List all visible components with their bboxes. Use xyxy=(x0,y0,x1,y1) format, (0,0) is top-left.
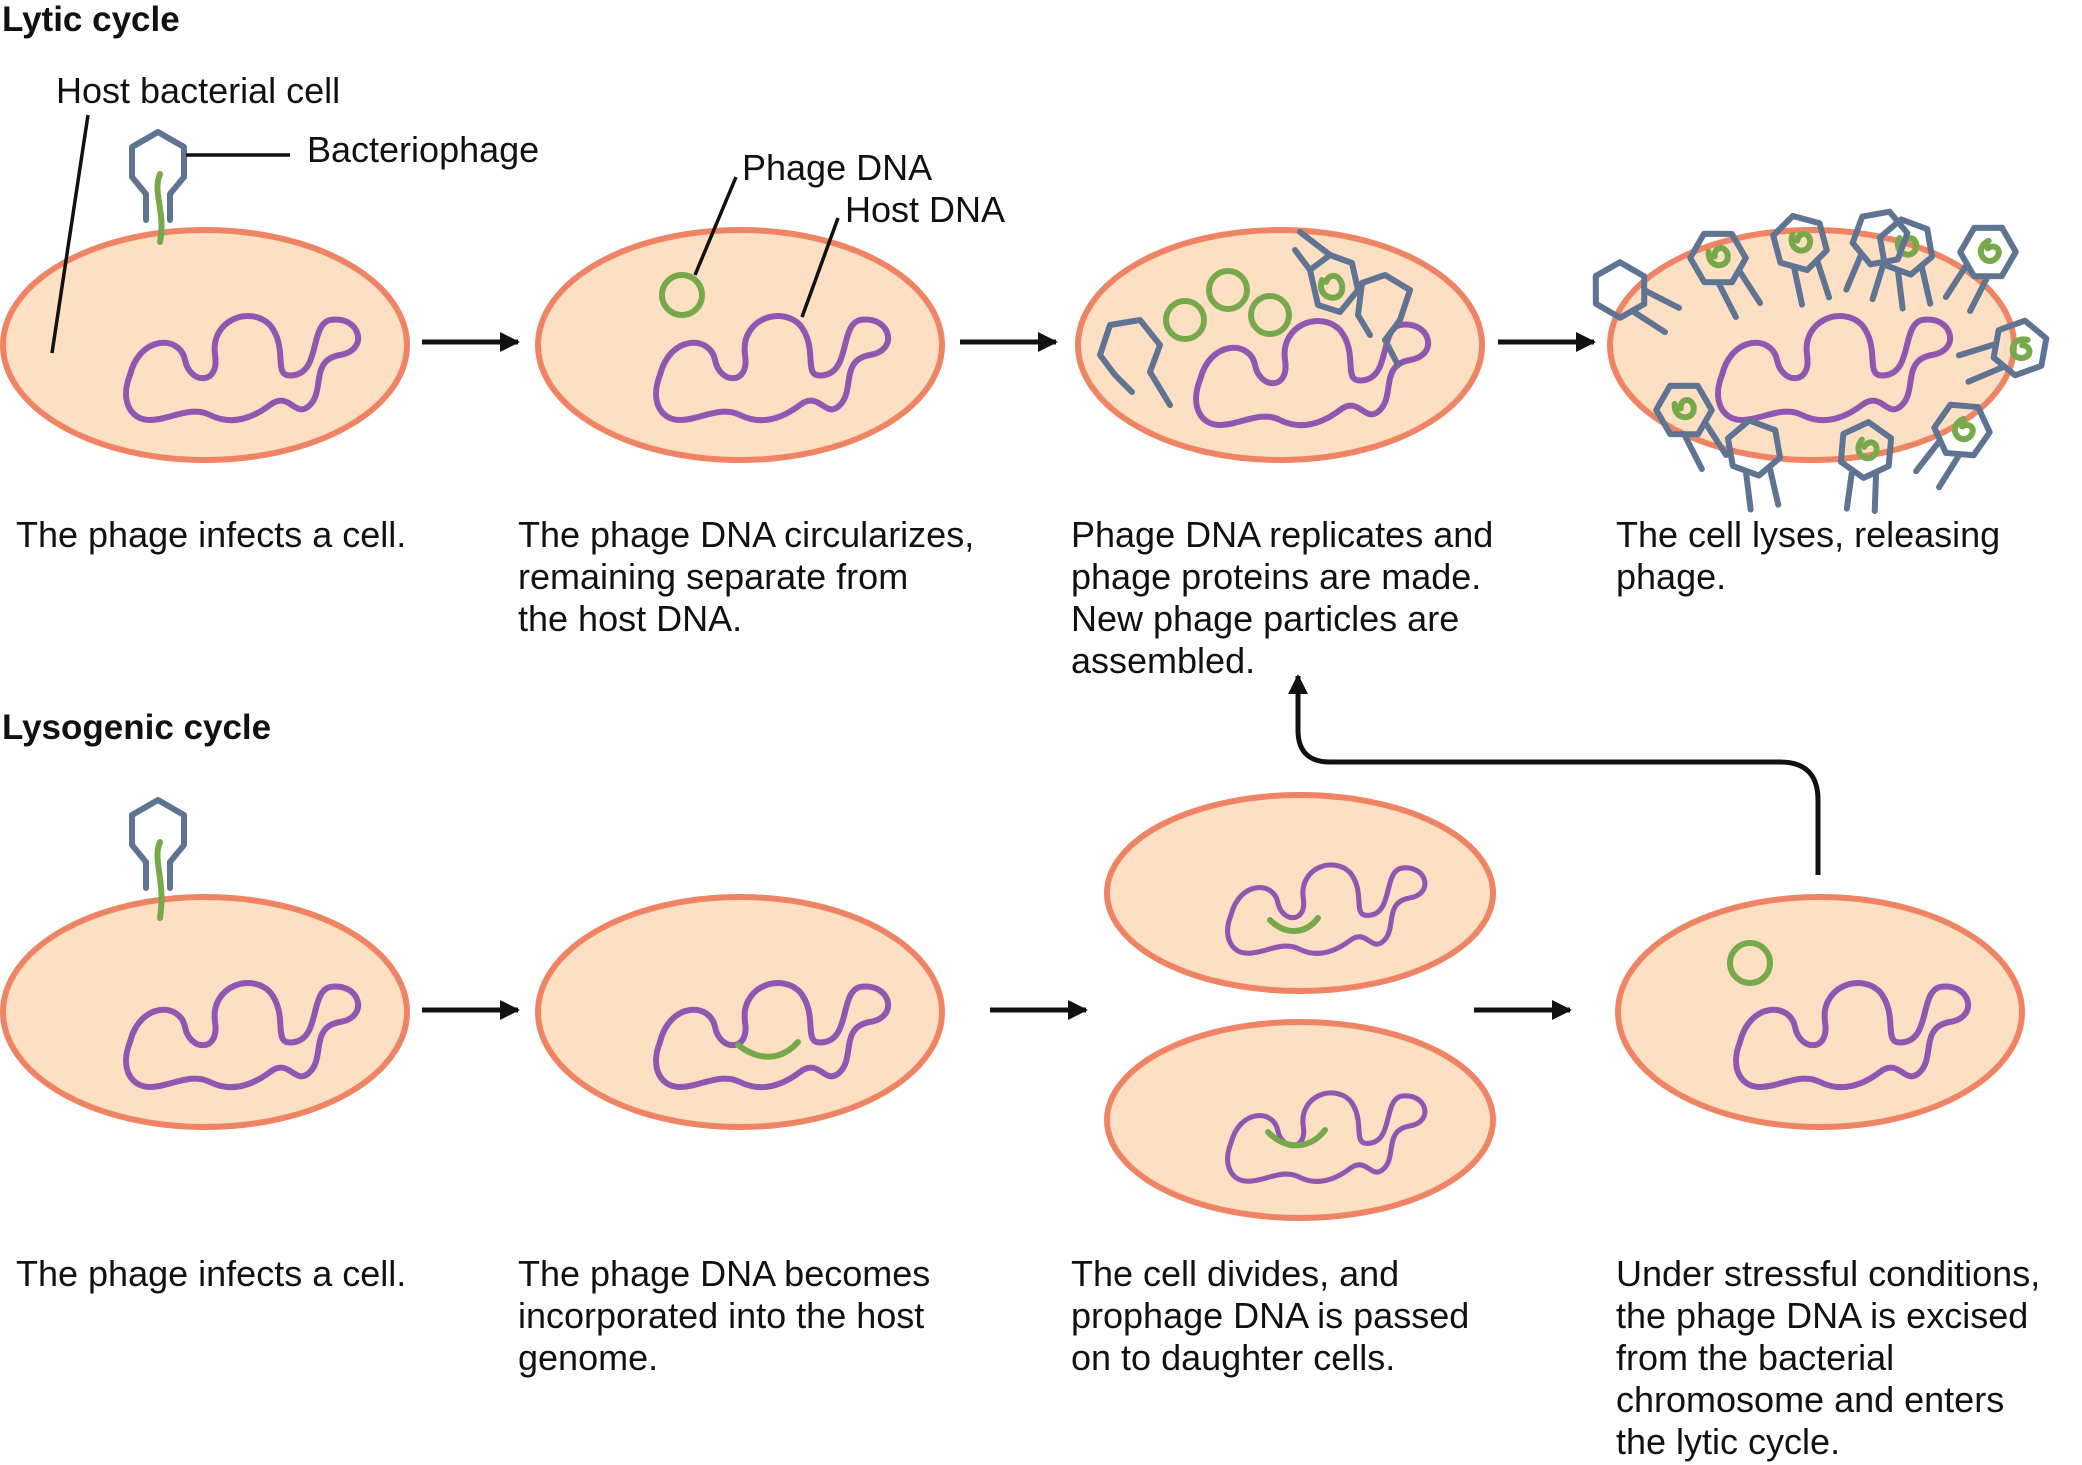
released-phages xyxy=(1592,208,2050,514)
integrated-prophage xyxy=(735,1039,801,1060)
host-cell-membrane xyxy=(535,894,945,1130)
released-phage xyxy=(1653,382,1730,472)
phage-capsid xyxy=(1913,401,1993,491)
phage-dna-label: Phage DNA xyxy=(742,147,933,188)
phage-dna-inside xyxy=(1671,397,1697,421)
released-phage xyxy=(1770,212,1833,308)
host-cell-membrane xyxy=(1104,1019,1496,1221)
lysogenic-caption-4: Under stressful conditions, the phage DN… xyxy=(1616,1253,2041,1462)
host-dna-strand xyxy=(653,980,892,1091)
lytic-caption-3: Phage DNA replicates and phage proteins … xyxy=(1071,514,1494,681)
phage-capsid xyxy=(1653,382,1730,472)
daughter-cell-top xyxy=(1104,792,1496,994)
released-phage xyxy=(1592,259,1682,336)
return-to-lytic-arrow xyxy=(1288,674,1821,875)
lytic-cell-3 xyxy=(1075,227,1485,463)
daughter-cell-bottom xyxy=(1104,1019,1496,1221)
prophage-dna xyxy=(1265,1127,1328,1149)
released-phage xyxy=(1843,208,1911,303)
host-dna-leader xyxy=(800,217,840,318)
released-phage xyxy=(1955,317,2050,385)
host-cell-membrane xyxy=(1075,227,1485,463)
host-dna-strand xyxy=(1733,980,1972,1091)
phage-dna-copy xyxy=(1163,298,1207,342)
phage-dna-leader xyxy=(693,176,738,276)
bacteriophage xyxy=(129,797,187,921)
bacteriophage-label: Bacteriophage xyxy=(307,129,540,170)
host-dna-strand xyxy=(653,313,892,424)
host-cell-leader xyxy=(50,114,90,354)
lytic-cell-2 xyxy=(535,227,945,463)
phage-capsid xyxy=(1592,259,1682,336)
host-dna-strand xyxy=(1225,1090,1428,1184)
phage-capsid xyxy=(1770,212,1833,308)
host-dna-strand xyxy=(1193,318,1432,429)
lytic-cycle-title: Lytic cycle xyxy=(2,0,180,39)
host-dna-label: Host DNA xyxy=(845,189,1006,230)
host-cell-membrane xyxy=(535,227,945,463)
released-phage xyxy=(1837,419,1895,514)
phage-assembly xyxy=(1355,272,1413,368)
host-dna-strand xyxy=(1225,862,1428,956)
released-phage xyxy=(1687,230,1764,320)
phage-dna-inside xyxy=(1788,230,1814,254)
lysogenic-caption-2: The phage DNA becomes incorporated into … xyxy=(518,1253,931,1378)
phage-capsid xyxy=(1837,419,1895,514)
released-phage xyxy=(1942,224,2019,314)
lytic-cell-1 xyxy=(0,129,410,463)
phage-dna-inside xyxy=(2009,336,2033,362)
phage-assembly xyxy=(1097,317,1173,408)
lysogenic-cell-2 xyxy=(535,894,945,1130)
excised-phage-dna xyxy=(1727,940,1773,986)
phage-capsid xyxy=(1687,230,1764,320)
phage-capsid xyxy=(1843,208,1911,303)
host-dna-strand xyxy=(123,980,362,1091)
lytic-caption-1: The phage infects a cell. xyxy=(16,514,407,555)
phage-capsid xyxy=(1955,317,2050,385)
bacteriophage xyxy=(129,129,187,245)
phage-capsid xyxy=(1876,216,1936,312)
phage-dna-copy xyxy=(1248,293,1292,337)
lytic-caption-4: The cell lyses, releasing phage. xyxy=(1616,514,2001,597)
lysogenic-cell-1 xyxy=(0,797,410,1130)
phage-assembly xyxy=(1292,229,1361,315)
phage-capsid xyxy=(1724,417,1784,513)
host-cell-label: Host bacterial cell xyxy=(56,70,341,111)
phage-dna-inside xyxy=(154,839,165,921)
prophage-dna xyxy=(1267,915,1321,934)
phage-dna-inside xyxy=(1951,415,1976,443)
phage-dna-inside xyxy=(1855,436,1880,462)
host-cell-membrane xyxy=(0,894,410,1130)
host-dna-strand xyxy=(123,313,362,424)
lytic-caption-2: The phage DNA circularizes, remaining se… xyxy=(518,514,975,639)
host-cell-membrane xyxy=(1104,792,1496,994)
phage-dna-inside xyxy=(1705,245,1731,269)
phage-dna-inside xyxy=(1977,237,2002,264)
phage-dna-circle xyxy=(659,272,705,318)
lysogenic-caption-1: The phage infects a cell. xyxy=(16,1253,407,1294)
phage-capsid xyxy=(129,797,187,891)
released-phage xyxy=(1913,401,1993,491)
phage-dna-inside xyxy=(154,171,165,245)
phage-capsid xyxy=(129,129,187,223)
phage-capsid xyxy=(1942,224,2019,314)
host-cell-membrane xyxy=(1615,894,2025,1130)
released-phage xyxy=(1724,417,1784,513)
host-dna-strand xyxy=(1715,313,1954,424)
host-cell-membrane xyxy=(0,227,410,463)
lysogenic-caption-3: The cell divides, and prophage DNA is pa… xyxy=(1071,1253,1470,1378)
lysogenic-cycle-title: Lysogenic cycle xyxy=(2,708,272,747)
lysogenic-cell-4 xyxy=(1615,894,2025,1130)
phage-dna-copy xyxy=(1206,268,1250,312)
